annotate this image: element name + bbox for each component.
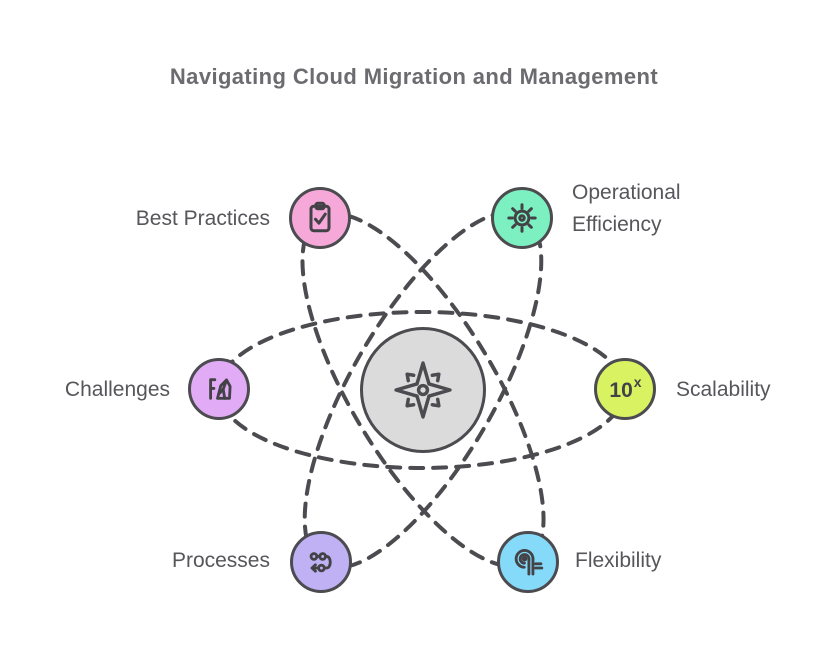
node-operational-efficiency [491, 187, 553, 249]
clipboard-check-icon [309, 201, 331, 233]
center-hub [360, 327, 486, 453]
node-scalability: 10x [594, 358, 656, 420]
coil-icon [514, 549, 544, 576]
compass-star-icon [394, 361, 452, 419]
label-challenges: Challenges [64, 378, 170, 401]
gear-icon [507, 203, 537, 233]
mountain-crag-icon [209, 378, 232, 400]
node-processes [290, 531, 352, 593]
label-scalability: Scalability [676, 378, 771, 401]
label-operational-efficiency: Operational Efficiency [572, 181, 681, 236]
label-flexibility: Flexibility [575, 549, 662, 572]
diagram-title: Navigating Cloud Migration and Managemen… [169, 64, 659, 89]
node-challenges [188, 358, 250, 420]
label-best-practices: Best Practices [135, 207, 270, 230]
exponent-icon: 10x [609, 373, 642, 402]
node-flexibility [497, 531, 559, 593]
route-icon [309, 552, 332, 573]
node-best-practices [289, 187, 351, 249]
label-processes: Processes [171, 549, 270, 572]
